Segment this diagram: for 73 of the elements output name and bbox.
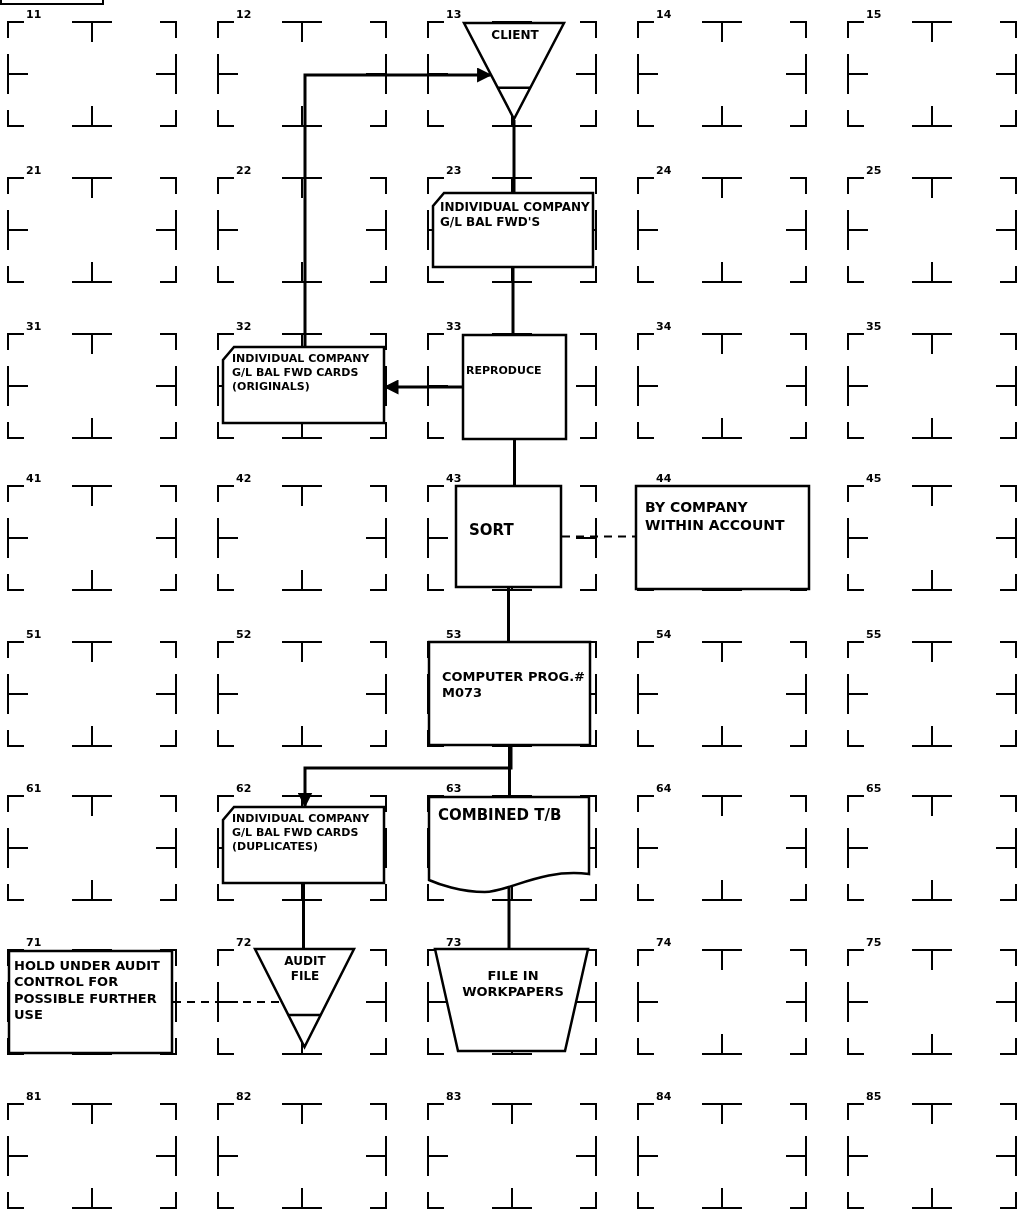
node-label: CLIENT	[490, 28, 540, 43]
card-symbol	[432, 192, 594, 268]
cell-number: 55	[866, 628, 882, 641]
cell-number: 64	[656, 782, 672, 795]
flow-line	[507, 888, 511, 948]
cell-number: 75	[866, 936, 882, 949]
card-symbol	[222, 806, 385, 884]
node-label: SORT	[469, 521, 515, 540]
flow-line	[507, 588, 510, 641]
cell-number: 24	[656, 164, 672, 177]
cell-number: 32	[236, 320, 252, 333]
cell-number: 22	[236, 164, 252, 177]
flow-line	[512, 120, 516, 192]
cell-number: 61	[26, 782, 42, 795]
node-label: COMBINED T/B	[438, 806, 563, 825]
flow-line	[508, 746, 511, 796]
process-box	[462, 334, 567, 440]
cell-number: 82	[236, 1090, 252, 1103]
cell-number: 74	[656, 936, 672, 949]
cell-number: 23	[446, 164, 462, 177]
cell-number: 63	[446, 782, 462, 795]
cell-number: 71	[26, 936, 42, 949]
cell-number: 25	[866, 164, 882, 177]
cell-number: 21	[26, 164, 42, 177]
cell-number: 51	[26, 628, 42, 641]
node-label: REPRODUCE	[466, 364, 543, 378]
flow-line	[513, 440, 516, 485]
node-label: COMPUTER PROG.# M073	[442, 669, 586, 702]
cell-number: 52	[236, 628, 252, 641]
process-box	[428, 641, 591, 746]
arrow	[297, 746, 513, 808]
process-box	[455, 485, 562, 588]
cell-number: 41	[26, 472, 42, 485]
cell-number: 12	[236, 8, 252, 21]
flow-line	[511, 268, 515, 334]
cell-number: 33	[446, 320, 462, 333]
cell-number: 73	[446, 936, 462, 949]
cell-number: 31	[26, 320, 42, 333]
cell-number: 42	[236, 472, 252, 485]
node-label: INDIVIDUAL COMPANY G/L BAL FWD'S	[440, 200, 590, 230]
cell-number: 13	[446, 8, 462, 21]
node-label: INDIVIDUAL COMPANY G/L BAL FWD CARDS (DUPLICATES)	[232, 812, 371, 854]
cell-number: 53	[446, 628, 462, 641]
node-label: AUDIT FILE	[283, 954, 327, 984]
node-label: FILE IN WORKPAPERS	[461, 968, 565, 1001]
cell-number: 83	[446, 1090, 462, 1103]
cell-number: 62	[236, 782, 252, 795]
cell-number: 15	[866, 8, 882, 21]
cell-number: 11	[26, 8, 42, 21]
cell-number: 35	[866, 320, 882, 333]
cell-number: 14	[656, 8, 672, 21]
annotation-box	[8, 950, 173, 1054]
trapezoid-symbol	[434, 948, 589, 1052]
flow-line	[302, 884, 305, 948]
node-label: HOLD UNDER AUDIT CONTROL FOR POSSIBLE FURTHER USE	[14, 958, 161, 1023]
annotation-box	[635, 485, 810, 590]
merge-triangle	[254, 948, 355, 1048]
dashed-line	[561, 535, 636, 538]
cell-number: 81	[26, 1090, 42, 1103]
cell-number: 45	[866, 472, 882, 485]
cell-number: 85	[866, 1090, 882, 1103]
cell-number: 43	[446, 472, 462, 485]
cell-number: 34	[656, 320, 672, 333]
cell-number: 72	[236, 936, 252, 949]
cell-number: 44	[656, 472, 672, 485]
cell-number: 84	[656, 1090, 672, 1103]
merge-triangle	[463, 22, 565, 120]
cell-number: 65	[866, 782, 882, 795]
node-label: BY COMPANY WITHIN ACCOUNT	[645, 499, 786, 534]
card-symbol	[222, 346, 385, 424]
document-symbol	[428, 796, 590, 896]
cell-number: 54	[656, 628, 672, 641]
node-label: INDIVIDUAL COMPANY G/L BAL FWD CARDS (ORIGINALS)	[232, 352, 371, 394]
